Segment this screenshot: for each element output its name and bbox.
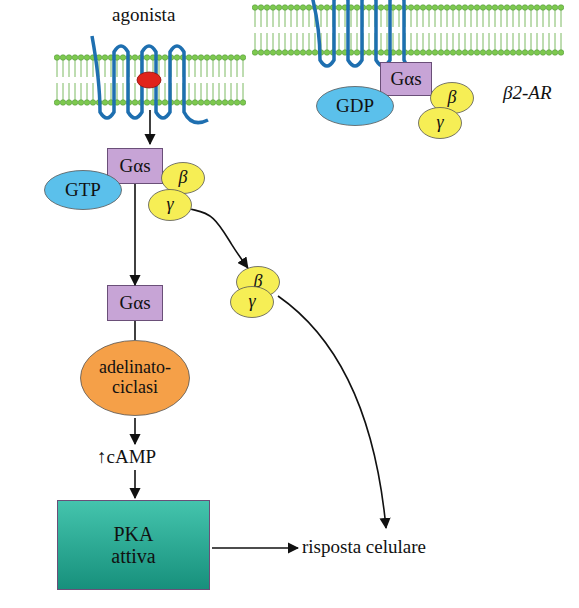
camp-label: ↑cAMP — [97, 446, 156, 468]
adenylate-cyclase-ellipse: adelinato- ciclasi — [80, 340, 190, 416]
response-label: risposta celulare — [302, 536, 426, 558]
membrane-bilayer — [252, 4, 564, 56]
ellipse-shape — [317, 87, 394, 126]
receptor-label: β2-AR — [503, 82, 552, 104]
ellipse-shape — [231, 287, 274, 318]
receptor-helix — [92, 36, 208, 123]
flow-arrow — [278, 296, 386, 528]
ellipse-shape — [162, 163, 205, 194]
ellipse-shape — [81, 341, 190, 416]
node-text: γ — [166, 195, 173, 215]
node-text: GTP — [65, 180, 101, 201]
node-text: adelinato- ciclasi — [89, 358, 181, 398]
node-text: β — [448, 88, 457, 108]
ellipse-shape — [419, 108, 462, 139]
ellipse-shape — [149, 190, 192, 221]
connector — [134, 184, 136, 285]
agonist-ligand — [137, 72, 161, 88]
g-alpha-box: Gαs — [380, 62, 432, 96]
node-text: PKA attiva — [99, 523, 169, 567]
gtp-ellipse: GTP — [44, 170, 122, 210]
pka-box: PKA attiva — [57, 500, 210, 590]
connector — [191, 209, 248, 268]
gamma-ellipse: γ — [418, 107, 462, 139]
gdp-ellipse: GDP — [316, 86, 394, 126]
node-text: Gαs — [390, 69, 421, 90]
g-alpha-box: Gαs — [107, 148, 163, 184]
gamma-ellipse: γ — [148, 189, 192, 221]
g-alpha-box: Gαs — [107, 285, 163, 321]
flow-arrow — [134, 470, 136, 498]
node-text: GDP — [336, 96, 374, 117]
flow-arrow — [134, 418, 136, 444]
node-text: Gαs — [119, 293, 150, 314]
node-text: γ — [248, 292, 255, 312]
gamma-ellipse: γ — [230, 286, 274, 318]
node-text: Gαs — [119, 156, 150, 177]
agonist-label: agonista — [112, 4, 175, 26]
activation-arrow — [149, 110, 151, 144]
flow-arrow — [212, 547, 298, 549]
membrane-bilayer — [54, 54, 246, 106]
receptor-helix — [312, 0, 420, 69]
ellipse-shape — [45, 171, 122, 210]
node-text: β — [179, 168, 188, 188]
node-text: γ — [436, 113, 443, 133]
connector — [134, 321, 136, 340]
